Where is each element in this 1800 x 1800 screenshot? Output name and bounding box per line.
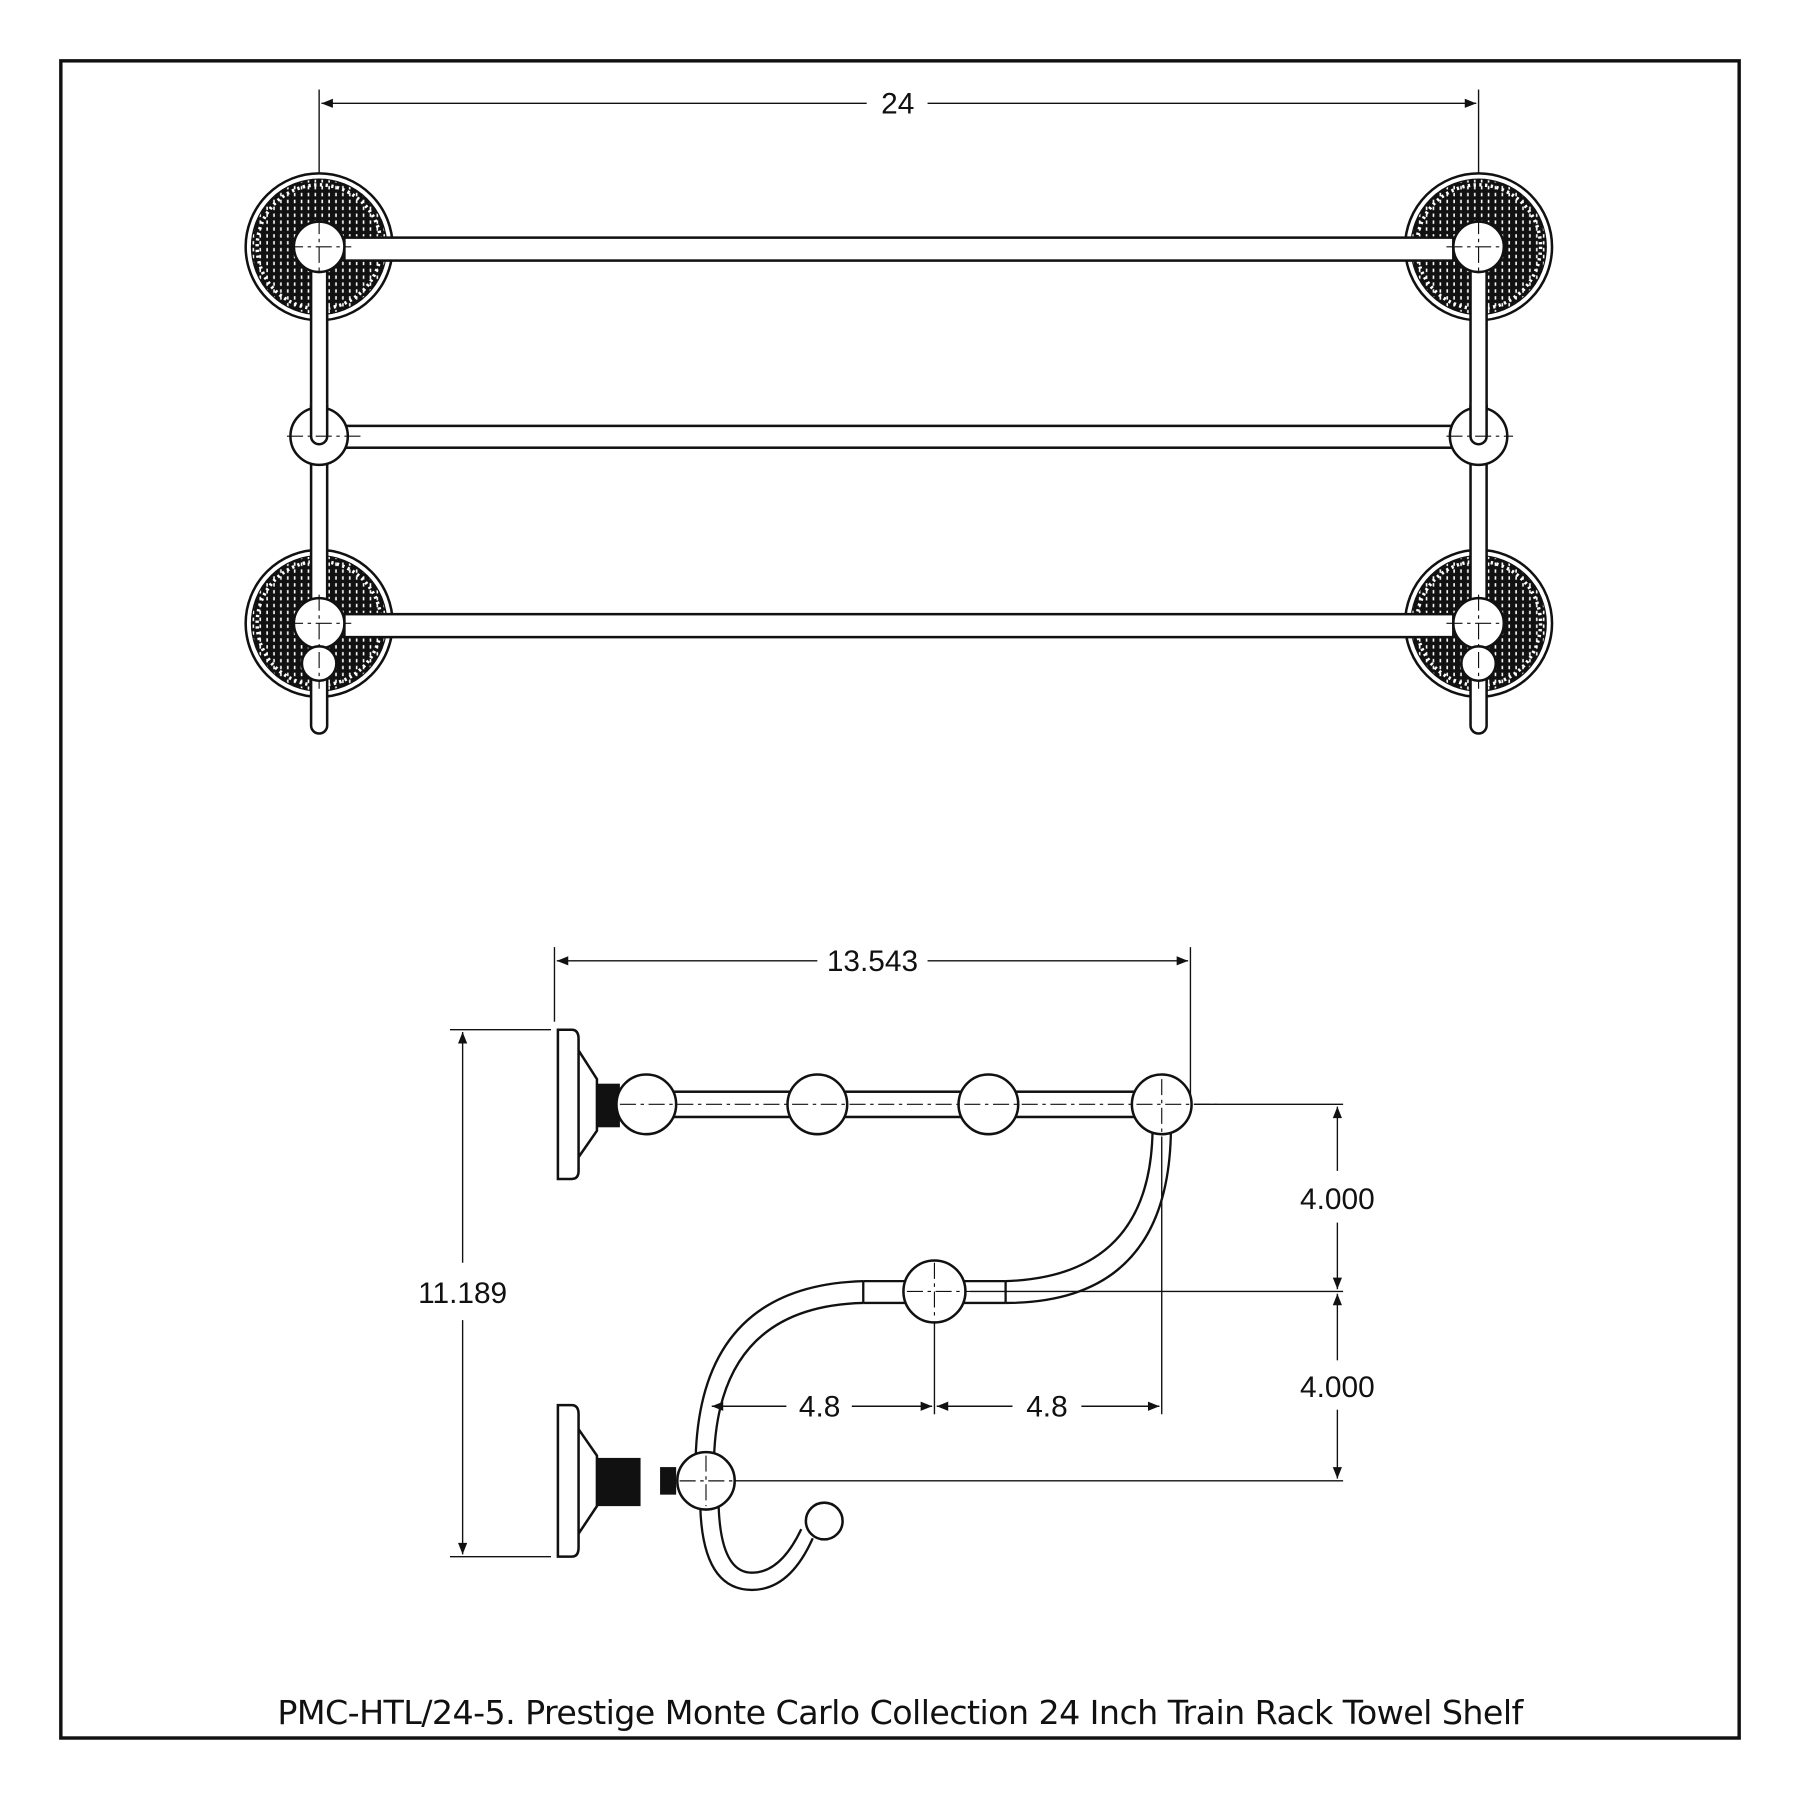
lower-spacing-label: 4.000: [1300, 1371, 1375, 1404]
width-label: 24: [881, 88, 914, 121]
middle-towel-bar: [343, 424, 1455, 449]
drawing-frame: [59, 59, 1741, 1740]
upper-curved-arm: [1005, 1130, 1173, 1305]
front-view: 24: [243, 88, 1554, 735]
left-offset-label: 4.8: [799, 1391, 840, 1424]
height-label: 11.189: [418, 1277, 507, 1310]
bottom-towel-bar: [343, 612, 1455, 639]
width-dimension: 24: [318, 88, 1480, 178]
hook-knob: [804, 1501, 844, 1541]
side-view: 13.543 11.189 4.000 4.000 4: [418, 945, 1375, 1592]
upper-spacing-label: 4.000: [1300, 1183, 1375, 1216]
height-dimension: 11.189: [418, 1029, 552, 1558]
lower-wall-plate: [556, 1403, 599, 1558]
drawing-caption: PMC-HTL/24-5. Prestige Monte Carlo Colle…: [277, 1693, 1524, 1732]
depth-dimension: 13.543: [553, 945, 1192, 1103]
lower-curved-arm: [694, 1279, 864, 1458]
top-towel-bar: [343, 236, 1455, 262]
depth-label: 13.543: [827, 945, 918, 978]
hook: [699, 1506, 814, 1592]
upper-wall-plate: [556, 1028, 599, 1181]
right-offset-label: 4.8: [1026, 1391, 1067, 1424]
offset-dimensions: 4.8 4.8: [711, 1136, 1163, 1424]
spacing-dimensions: 4.000 4.000: [734, 1103, 1375, 1482]
